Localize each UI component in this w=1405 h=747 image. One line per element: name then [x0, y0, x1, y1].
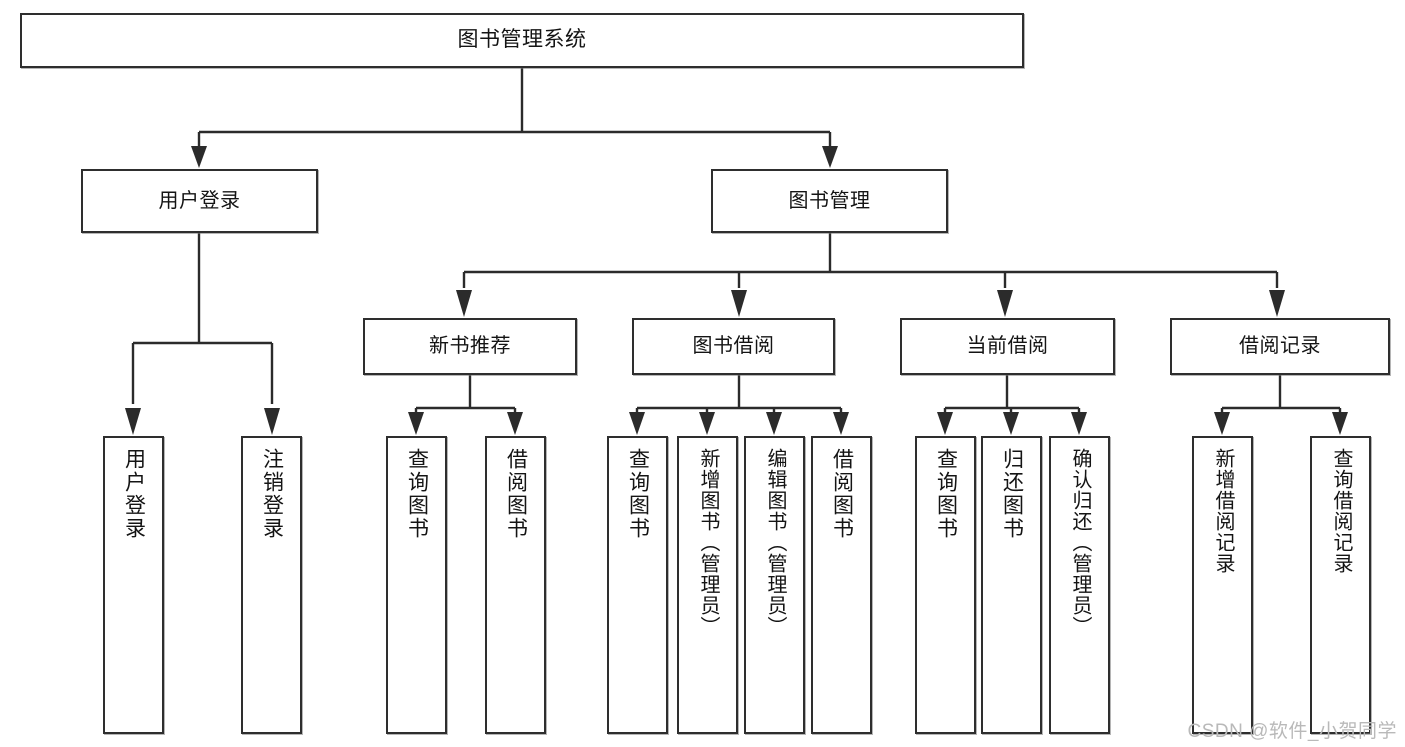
node-new-book-rec[interactable]: 新书推荐 — [363, 318, 577, 375]
arrow-to-book-borrow — [731, 290, 747, 317]
node-leaf-query-book-3-label: 查询图书 — [934, 448, 958, 540]
node-user-login[interactable]: 用户登录 — [81, 169, 318, 233]
node-leaf-confirm-return-label: 确认归还（管理员） — [1069, 448, 1091, 637]
arrow-leaf-user-login — [125, 408, 141, 435]
node-leaf-return-book-label: 归还图书 — [1000, 448, 1024, 540]
node-book-manage[interactable]: 图书管理 — [711, 169, 948, 233]
node-leaf-query-record[interactable]: 查询借阅记录 — [1310, 436, 1371, 734]
arrow-to-book-manage — [822, 146, 838, 168]
node-leaf-borrow-book-1[interactable]: 借阅图书 — [485, 436, 546, 734]
arrow-leaf-confirm-return — [1071, 412, 1087, 435]
node-leaf-add-book[interactable]: 新增图书（管理员） — [677, 436, 738, 734]
arrow-to-current-borrow — [997, 290, 1013, 317]
node-leaf-return-book[interactable]: 归还图书 — [981, 436, 1042, 734]
arrow-leaf-add-book — [699, 412, 715, 435]
node-borrow-record-label: 借阅记录 — [1239, 335, 1321, 357]
arrow-leaf-add-record — [1214, 412, 1230, 435]
arrow-leaf-return-book — [1003, 412, 1019, 435]
arrow-leaf-query-record — [1332, 412, 1348, 435]
node-leaf-borrow-book-1-label: 借阅图书 — [504, 448, 528, 540]
node-current-borrow-label: 当前借阅 — [966, 335, 1049, 357]
node-leaf-add-record-label: 新增借阅记录 — [1212, 448, 1234, 574]
node-leaf-user-login-label: 用户登录 — [122, 448, 146, 540]
node-book-borrow[interactable]: 图书借阅 — [632, 318, 835, 375]
node-root[interactable]: 图书管理系统 — [20, 13, 1024, 68]
node-book-borrow-label: 图书借阅 — [692, 335, 775, 357]
node-leaf-edit-book-label: 编辑图书（管理员） — [764, 448, 786, 637]
arrow-leaf-borrow-book-2 — [833, 412, 849, 435]
arrow-to-user-login — [191, 146, 207, 168]
arrow-to-new-book-rec — [456, 290, 472, 317]
node-leaf-query-book-1[interactable]: 查询图书 — [386, 436, 447, 734]
node-leaf-borrow-book-2[interactable]: 借阅图书 — [811, 436, 872, 734]
node-leaf-query-book-3[interactable]: 查询图书 — [915, 436, 976, 734]
arrow-to-borrow-record — [1269, 290, 1285, 317]
arrow-leaf-user-logout — [264, 408, 280, 435]
node-user-login-label: 用户登录 — [158, 189, 241, 212]
node-leaf-edit-book[interactable]: 编辑图书（管理员） — [744, 436, 805, 734]
arrow-leaf-edit-book — [766, 412, 782, 435]
arrow-leaf-borrow-book-1 — [507, 412, 523, 435]
arrow-leaf-query-book-2 — [629, 412, 645, 435]
node-new-book-rec-label: 新书推荐 — [429, 335, 511, 357]
node-leaf-add-record[interactable]: 新增借阅记录 — [1192, 436, 1253, 734]
node-leaf-add-book-label: 新增图书（管理员） — [697, 448, 719, 637]
node-borrow-record[interactable]: 借阅记录 — [1170, 318, 1390, 375]
node-leaf-query-book-2[interactable]: 查询图书 — [607, 436, 668, 734]
node-leaf-user-login[interactable]: 用户登录 — [103, 436, 164, 734]
node-leaf-borrow-book-2-label: 借阅图书 — [830, 448, 854, 540]
node-leaf-confirm-return[interactable]: 确认归还（管理员） — [1049, 436, 1110, 734]
csdn-watermark: CSDN @软件_小贺同学 — [1187, 721, 1397, 742]
node-current-borrow[interactable]: 当前借阅 — [900, 318, 1115, 375]
node-root-label: 图书管理系统 — [457, 28, 587, 52]
arrow-leaf-query-book-1 — [408, 412, 424, 435]
node-leaf-query-record-label: 查询借阅记录 — [1330, 448, 1352, 574]
arrow-leaf-query-book-3 — [937, 412, 953, 435]
node-book-manage-label: 图书管理 — [788, 189, 871, 212]
node-leaf-user-logout[interactable]: 注销登录 — [241, 436, 302, 734]
node-leaf-query-book-2-label: 查询图书 — [626, 448, 650, 540]
node-leaf-user-logout-label: 注销登录 — [260, 448, 284, 540]
node-leaf-query-book-1-label: 查询图书 — [405, 448, 429, 540]
